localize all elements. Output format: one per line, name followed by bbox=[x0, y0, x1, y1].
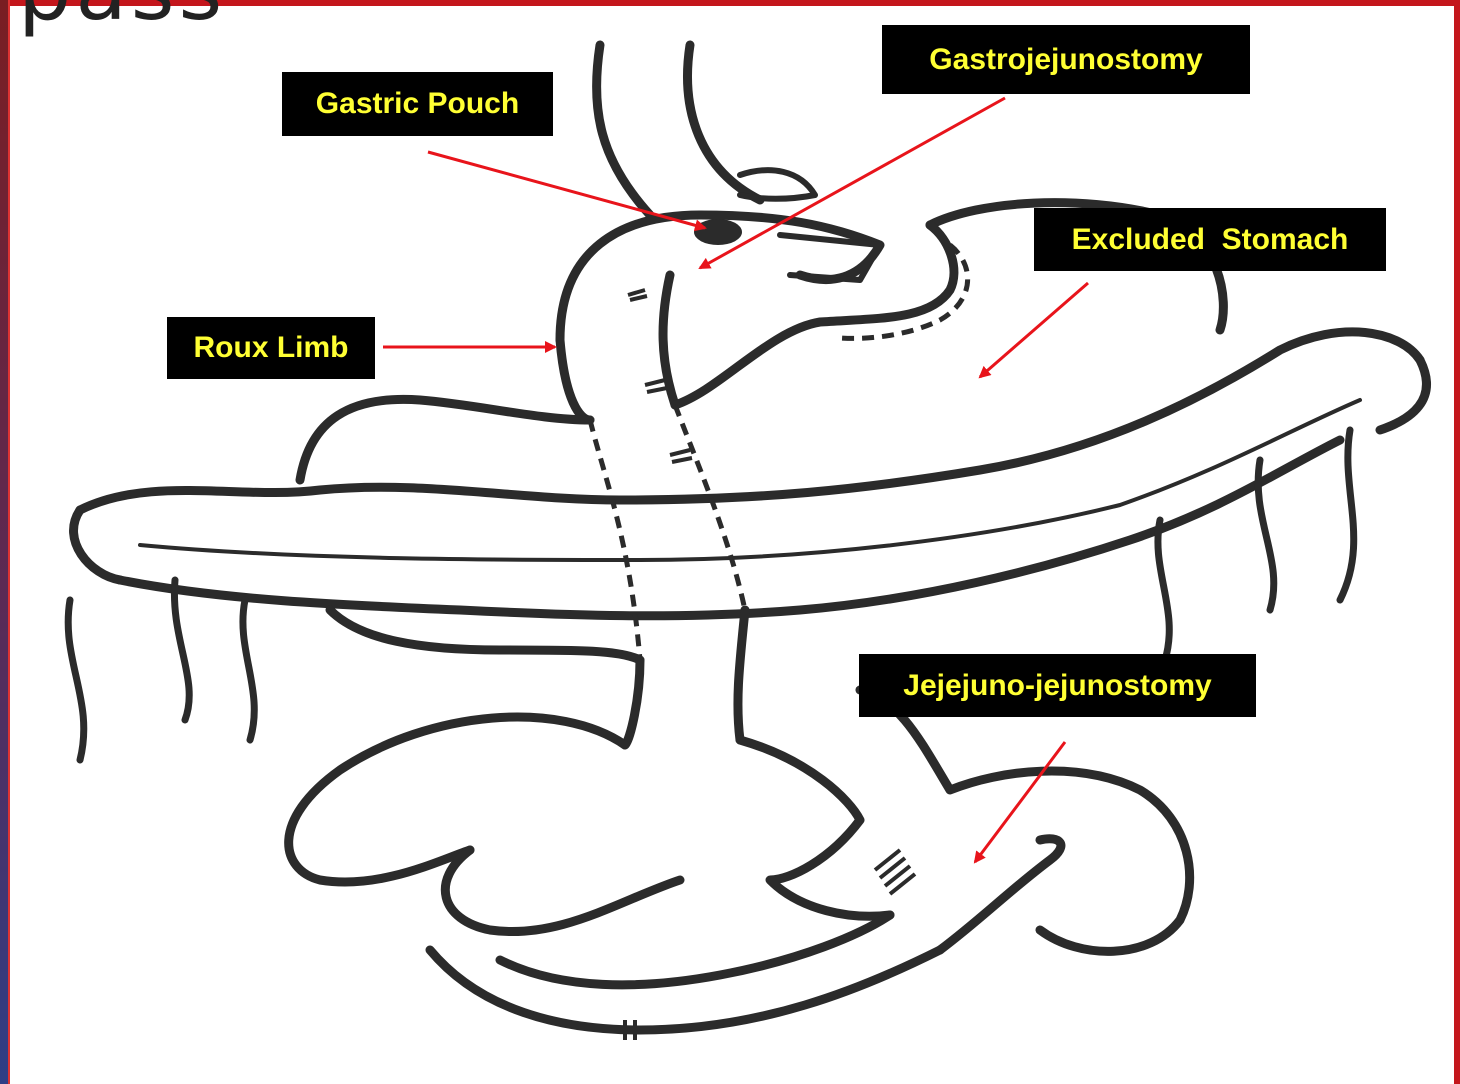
label-gastrojejunostomy: Gastrojejunostomy bbox=[882, 25, 1250, 94]
left-fringe-1 bbox=[68, 600, 84, 760]
left-bowel-loop-upper bbox=[300, 399, 590, 480]
arrow-jejejuno-jejunostomy bbox=[975, 742, 1065, 862]
arrow-gastric-pouch bbox=[428, 152, 705, 228]
suture-mark-4 bbox=[875, 850, 915, 894]
label-excluded-stomach: Excluded Stomach bbox=[1034, 208, 1386, 271]
right-fringe-3 bbox=[1340, 430, 1354, 600]
suture-mark-3 bbox=[670, 450, 692, 462]
small-bowel-inner-loop bbox=[445, 850, 680, 932]
gastrojejunostomy-stump bbox=[780, 235, 880, 280]
left-fringe-3 bbox=[243, 600, 254, 740]
gastric-pouch-lumen bbox=[694, 219, 742, 245]
suture-mark-2 bbox=[645, 380, 667, 392]
roux-limb-right-wall bbox=[663, 275, 675, 405]
esophagus-stump bbox=[740, 170, 815, 199]
esophagus-left-wall bbox=[597, 45, 650, 215]
left-fringe-2 bbox=[174, 580, 189, 720]
biliopancreatic-limb bbox=[860, 690, 1190, 951]
colon-right-end bbox=[1380, 360, 1426, 430]
suture-mark-1 bbox=[628, 290, 647, 300]
small-bowel-mid bbox=[740, 740, 890, 916]
roux-tunnel-right bbox=[675, 405, 745, 610]
roux-limb-lower-left bbox=[625, 660, 640, 745]
label-gastric-pouch: Gastric Pouch bbox=[282, 72, 553, 136]
excluded-stomach-lower bbox=[675, 225, 954, 405]
right-fringe-1 bbox=[1158, 520, 1169, 660]
esophagus-right-wall bbox=[688, 45, 760, 200]
roux-limb-left-wall bbox=[560, 340, 590, 420]
label-jejejuno-jejunostomy: Jejejuno-jejunostomy bbox=[859, 654, 1256, 717]
arrow-excluded-stomach bbox=[980, 283, 1088, 377]
roux-limb-lower-right bbox=[738, 610, 745, 740]
label-roux-limb: Roux Limb bbox=[167, 317, 375, 379]
roux-tunnel-left bbox=[590, 420, 640, 660]
colon-left-end bbox=[74, 510, 120, 580]
